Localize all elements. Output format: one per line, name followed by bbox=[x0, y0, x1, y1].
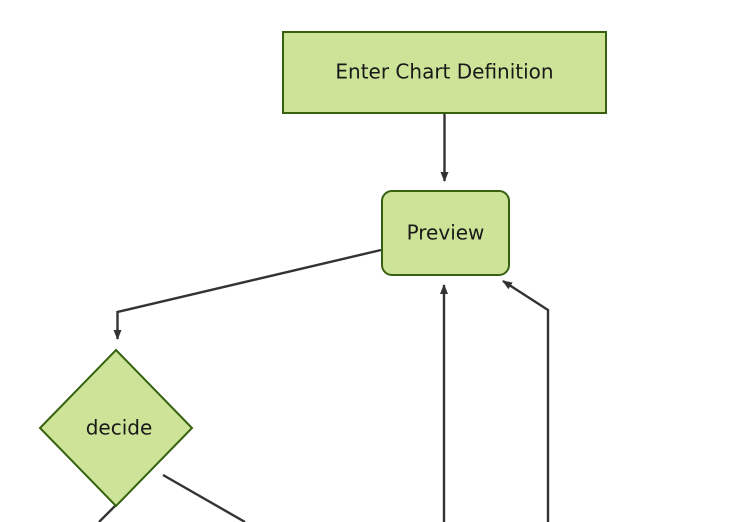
node-preview[interactable]: Preview bbox=[381, 190, 510, 276]
edge-preview-to-decide bbox=[113, 248, 382, 340]
node-preview-label: Preview bbox=[407, 221, 485, 245]
node-enter-chart-definition[interactable]: Enter Chart Definition bbox=[282, 31, 607, 114]
node-preview-shape[interactable] bbox=[381, 190, 510, 276]
node-decide-shape[interactable] bbox=[38, 348, 194, 508]
node-enter-chart-definition-shape[interactable] bbox=[282, 31, 607, 114]
edge-bottom-right-to-preview bbox=[502, 279, 550, 522]
node-decide-label: decide bbox=[86, 416, 153, 440]
edge-layer bbox=[98, 114, 550, 522]
edge-decide-bottom-right bbox=[162, 473, 246, 522]
edge-decide-bottom-left bbox=[98, 504, 117, 522]
node-decide[interactable]: decide bbox=[38, 348, 194, 508]
node-enter-chart-definition-label: Enter Chart Definition bbox=[335, 60, 553, 84]
